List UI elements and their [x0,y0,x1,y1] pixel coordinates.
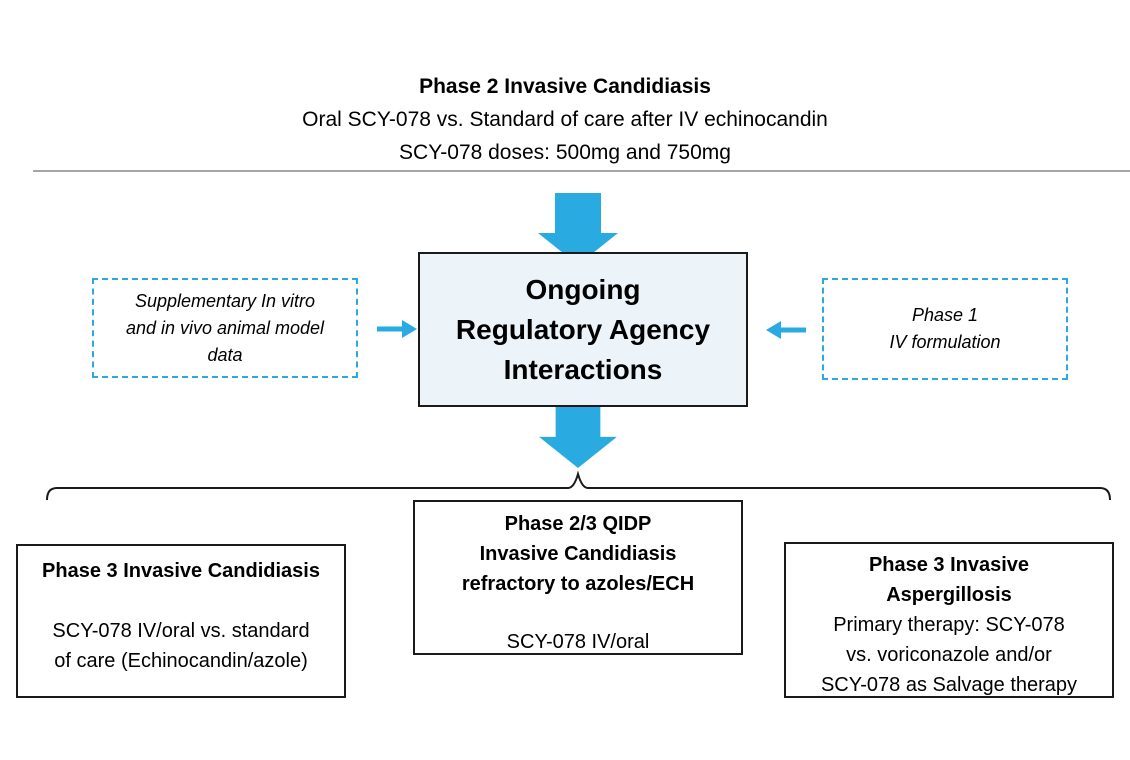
spacer [415,599,741,627]
supplementary-data-line: Supplementary In vitro [134,290,316,311]
supplementary-data-line: data [207,344,243,365]
phase3-aspergillosis-title-line: Aspergillosis [886,584,1012,606]
phase3-aspergillosis-title-line: Phase 3 Invasive [868,554,1030,576]
phase3-candidiasis-box: Phase 3 Invasive Candidiasis SCY-078 IV/… [16,544,346,698]
phase1-iv-formulation-box: Phase 1 IV formulation [822,278,1068,380]
phase3-candidiasis-title: Phase 3 Invasive Candidiasis [42,560,320,582]
phase3-aspergillosis-body-line: Primary therapy: SCY-078 [833,614,1065,636]
center-box-line: Interactions [503,353,663,385]
page-subtitle-1: Oral SCY-078 vs. Standard of care after … [302,108,828,131]
phase3-candidiasis-body-line: SCY-078 IV/oral vs. standard [52,620,310,642]
supplementary-data-box: Supplementary In vitro and in vivo anima… [92,278,358,378]
right-arrow-icon [377,320,417,338]
phase3-aspergillosis-body-line: SCY-078 as Salvage therapy [820,674,1078,696]
page-title: Phase 2 Invasive Candidiasis [419,75,711,98]
phase23-qidp-body: SCY-078 IV/oral [506,631,650,653]
phase3-aspergillosis-body-line: vs. voriconazole and/or [846,644,1052,666]
left-arrow-icon [766,321,806,339]
phase3-candidiasis-body-line: of care (Echinocandin/azole) [54,650,308,672]
center-box-line: Regulatory Agency [455,313,711,345]
big-down-arrow-top-icon [538,193,618,265]
center-box-line: Ongoing [525,273,641,305]
phase23-qidp-title-line: refractory to azoles/ECH [461,573,695,595]
phase23-qidp-title-line: Phase 2/3 QIDP [504,513,652,535]
header-title-block: Phase 2 Invasive Candidiasis Oral SCY-07… [0,70,1130,169]
phase23-qidp-box: Phase 2/3 QIDP Invasive Candidiasis refr… [413,500,743,655]
supplementary-data-line: and in vivo animal model [125,317,325,338]
page-subtitle-2: SCY-078 doses: 500mg and 750mg [399,141,731,164]
big-down-arrow-bottom-icon [539,398,617,468]
phase23-qidp-title-line: Invasive Candidiasis [479,543,677,565]
center-box-regulatory-interactions: Ongoing Regulatory Agency Interactions [418,252,748,407]
phase1-line: IV formulation [889,332,1001,352]
header-divider [33,170,1130,172]
phase1-line: Phase 1 [911,305,979,325]
phase3-aspergillosis-box: Phase 3 Invasive Aspergillosis Primary t… [784,542,1114,698]
spacer [18,586,344,616]
brace-bracket-icon [46,470,1111,501]
